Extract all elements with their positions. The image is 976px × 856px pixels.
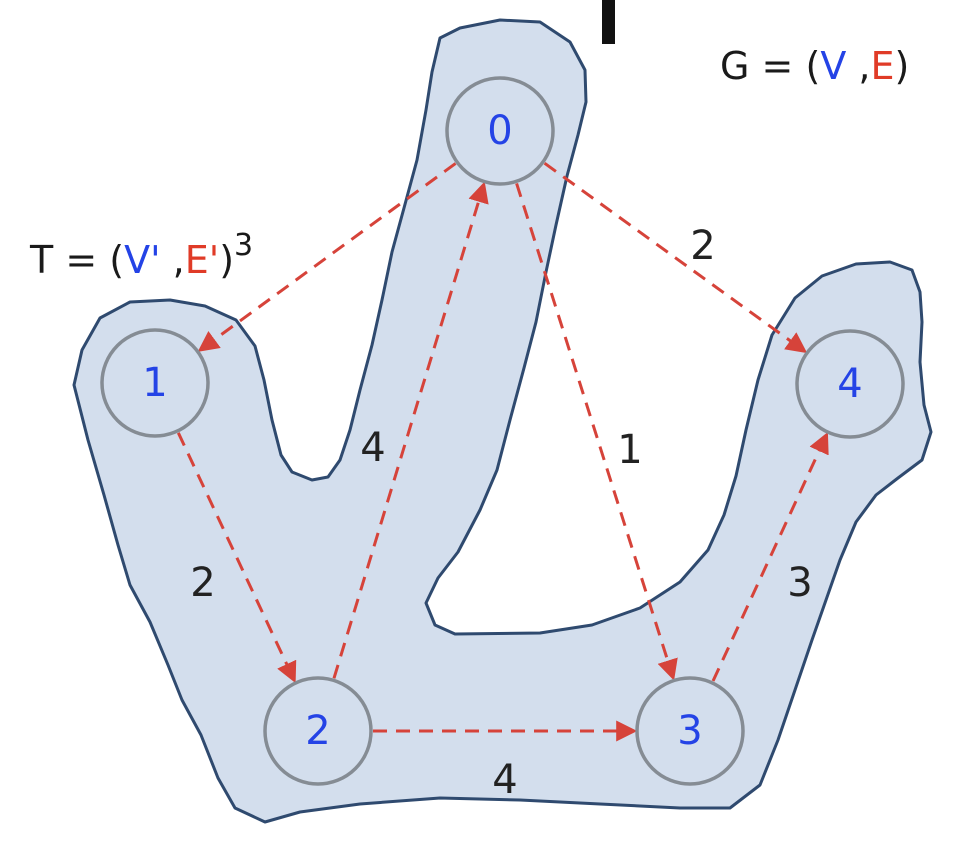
edge-weight-0-3: 1 [617,427,642,473]
node-label: 2 [305,708,330,754]
node-4: 4 [795,329,905,439]
tree-formula: T = (V' ,E')3 [30,228,253,282]
tree-comma: , [172,238,185,282]
graph-formula: G = (V ,E) [720,44,909,88]
tree-name: T [30,238,54,282]
tree-open: ( [109,238,125,282]
node-label: 0 [487,108,512,154]
edge-2-0 [332,181,489,679]
tree-vertex-set: V' [124,238,161,282]
edge-weight-2-3: 4 [492,757,517,803]
title-fragment [602,0,615,44]
graph-open: ( [805,44,821,88]
graph-edge-set: E [870,44,895,88]
edge-weight-3-4: 3 [787,560,812,606]
tree-edge-set: E' [184,238,220,282]
graph-eq: = [761,44,794,88]
node-2: 2 [263,676,373,786]
node-circle [100,328,210,438]
edge-weight-0-4: 2 [690,223,715,269]
tree-eq: = [65,238,98,282]
edge-labels-layer: 2 1 2 4 4 3 [190,223,812,803]
node-circle [635,676,745,786]
node-circle [445,76,555,186]
tree-superscript: 3 [234,228,254,263]
edge-weight-1-2: 2 [190,560,215,606]
node-circle [263,676,373,786]
edge-0-1 [197,162,457,352]
tree-close: ) [219,238,235,282]
graph-vertex-set: V [820,44,847,88]
edge-0-4 [543,162,808,354]
graph-name: G [720,44,750,88]
graph-comma: , [858,44,871,88]
node-1: 1 [100,328,210,438]
node-label: 4 [837,361,862,407]
node-circle [795,329,905,439]
node-3: 3 [635,676,745,786]
edge-weight-2-0: 4 [360,425,385,471]
nodes-layer: 0 1 2 3 4 [100,76,905,786]
edges-layer [176,162,829,742]
graph-close: ) [894,44,910,88]
node-label: 3 [677,708,702,754]
node-label: 1 [142,360,167,406]
node-0: 0 [445,76,555,186]
edge-0-3 [515,182,678,681]
spanning-tree-region [72,18,933,824]
